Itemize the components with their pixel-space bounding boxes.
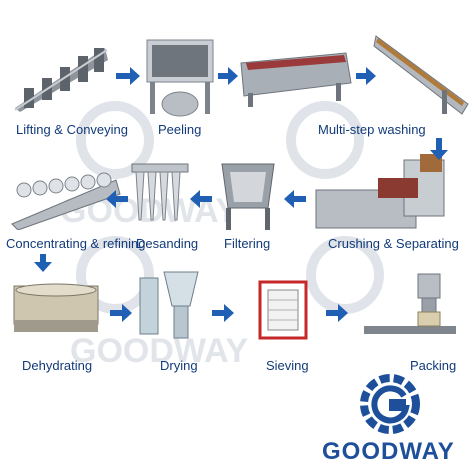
arrow-right-icon — [218, 67, 238, 85]
arrow-right-icon — [326, 304, 348, 322]
cyclone-icon — [131, 163, 189, 221]
flash-dryer-icon — [139, 271, 199, 339]
square-sifter-icon — [258, 280, 308, 340]
step-label-peeling: Peeling — [158, 122, 202, 137]
arrow-left-icon — [190, 190, 212, 208]
conveyor-icon — [14, 48, 108, 112]
arrow-left-icon — [106, 190, 128, 208]
washing-tank-icon — [240, 52, 352, 107]
arrow-right-icon — [356, 67, 376, 85]
arrow-right-icon — [110, 304, 132, 322]
peeling-machine-icon — [146, 39, 214, 117]
hydrocyclone-icon — [11, 172, 121, 230]
step-label-packing: Packing — [410, 358, 457, 373]
vacuum-drum-icon — [13, 283, 99, 332]
spiral-washer-icon — [373, 35, 469, 115]
step-label-dehydrating: Dehydrating — [22, 358, 93, 373]
arrow-right-icon — [116, 67, 140, 85]
step-label-concentrating-refining: Concentrating & refining — [6, 236, 146, 251]
goodway-logo-icon — [360, 374, 420, 434]
step-label-filtering: Filtering — [224, 236, 271, 251]
step-label-drying: Drying — [160, 358, 198, 373]
step-label-crushing-separating: Crushing & Separating — [328, 236, 459, 251]
step-label-lifting-conveying: Lifting & Conveying — [16, 122, 129, 137]
brand-name: GOODWAY — [322, 438, 455, 465]
step-label-multi-step-washing: Multi-step washing — [318, 122, 426, 137]
arrow-right-icon — [212, 304, 234, 322]
crusher-icon — [315, 154, 445, 229]
step-label-sieving: Sieving — [266, 358, 309, 373]
arrow-down-icon — [34, 254, 52, 272]
filter-sieve-icon — [221, 163, 275, 230]
arrow-down-icon — [430, 138, 448, 160]
step-label-desanding: Desanding — [136, 236, 199, 251]
packing-machine-icon — [364, 273, 456, 334]
arrow-left-icon — [284, 190, 306, 208]
